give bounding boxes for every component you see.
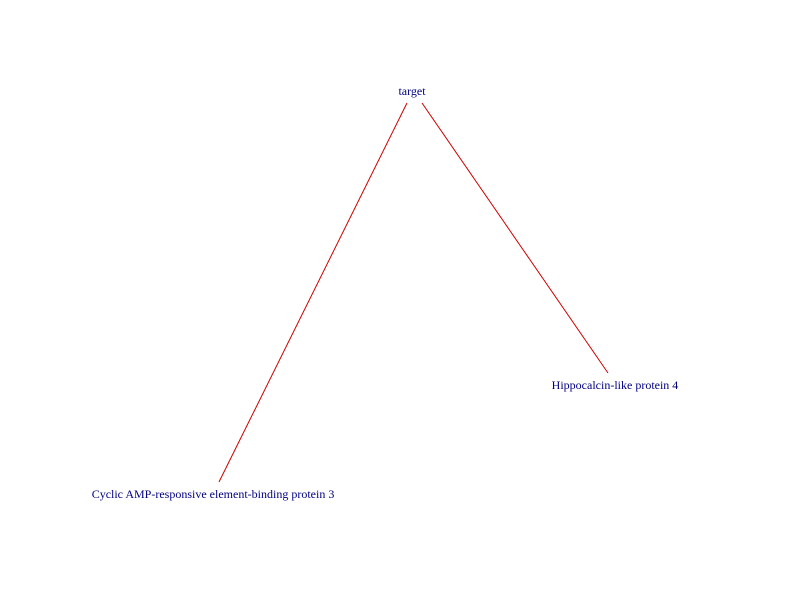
node-label-target: target (398, 84, 426, 98)
edge-target-creb3 (218, 102, 408, 483)
edge-target-hpcal4 (421, 102, 609, 374)
node-label-hpcal4: Hippocalcin-like protein 4 (551, 378, 679, 392)
node-label-creb3: Cyclic AMP-responsive element-binding pr… (91, 487, 335, 501)
